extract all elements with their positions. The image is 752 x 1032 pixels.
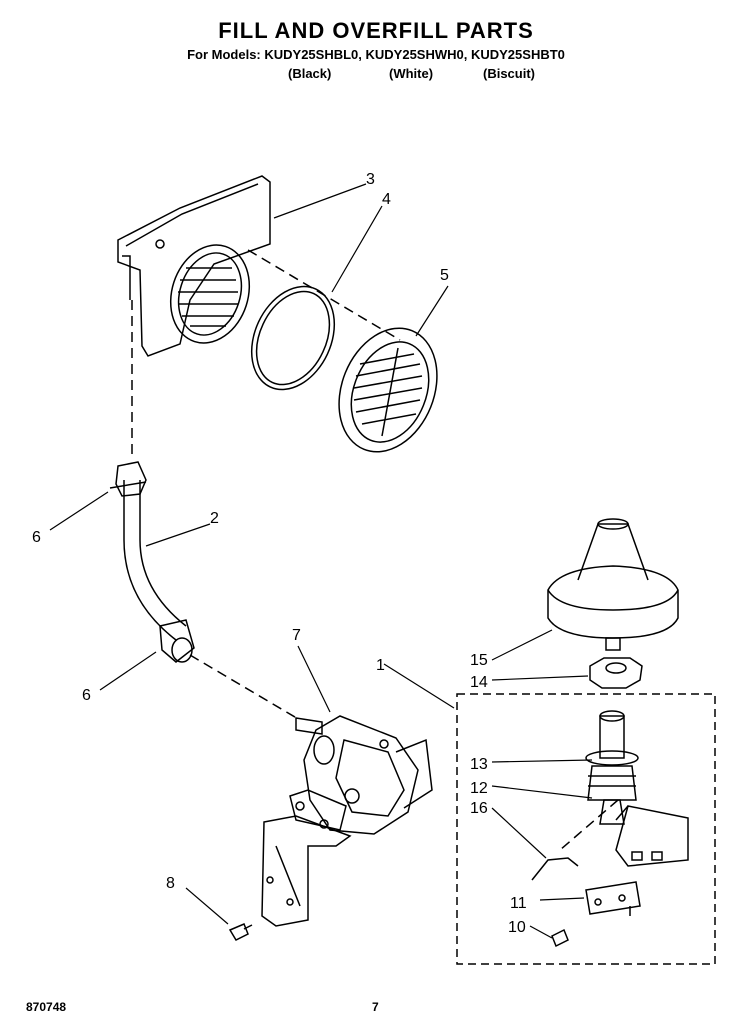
switch-body-part [615,805,689,867]
nut-part [589,657,643,689]
microswitch-part [585,881,641,916]
models-line: For Models: KUDY25SHBL0, KUDY25SHWH0, KU… [187,47,565,62]
float-switch-stem-part [585,710,639,825]
page-number: 7 [372,1000,379,1014]
callout-8: 8 [166,875,175,892]
callout-16: 16 [470,800,488,817]
switch-screw-part [551,928,569,948]
callout-5: 5 [440,267,449,284]
float-part [547,518,679,651]
valve-bracket [261,815,352,927]
callout-3: 3 [366,171,375,188]
diagram-code: 870748 [26,1000,67,1014]
switch-assembly-box [456,693,716,965]
callout-13: 13 [470,756,488,773]
callout-10: 10 [508,919,526,936]
callout-6-top: 6 [32,529,41,546]
callout-7: 7 [292,627,301,644]
vent-housing-part [117,175,271,357]
leader-lines [49,183,593,939]
callout-2: 2 [210,510,219,527]
variant-white: (White) [389,66,434,81]
callout-12: 12 [470,780,488,797]
callout-1: 1 [376,657,385,674]
gasket-ring-part [250,285,336,391]
callout-14: 14 [470,674,488,691]
callout-4: 4 [382,191,391,208]
variant-black: (Black) [288,66,332,81]
callout-15: 15 [470,652,488,669]
diagram-title: FILL AND OVERFILL PARTS [218,18,534,43]
fill-valve-part [289,715,433,835]
vent-cover-part [338,327,438,453]
callout-6-bottom: 6 [82,687,91,704]
variant-biscuit: (Biscuit) [483,66,535,81]
alignment-lines [131,249,619,851]
fill-hose-part [109,461,195,663]
screw-part [228,923,253,941]
callout-11: 11 [510,895,527,912]
lever-part [531,857,579,881]
